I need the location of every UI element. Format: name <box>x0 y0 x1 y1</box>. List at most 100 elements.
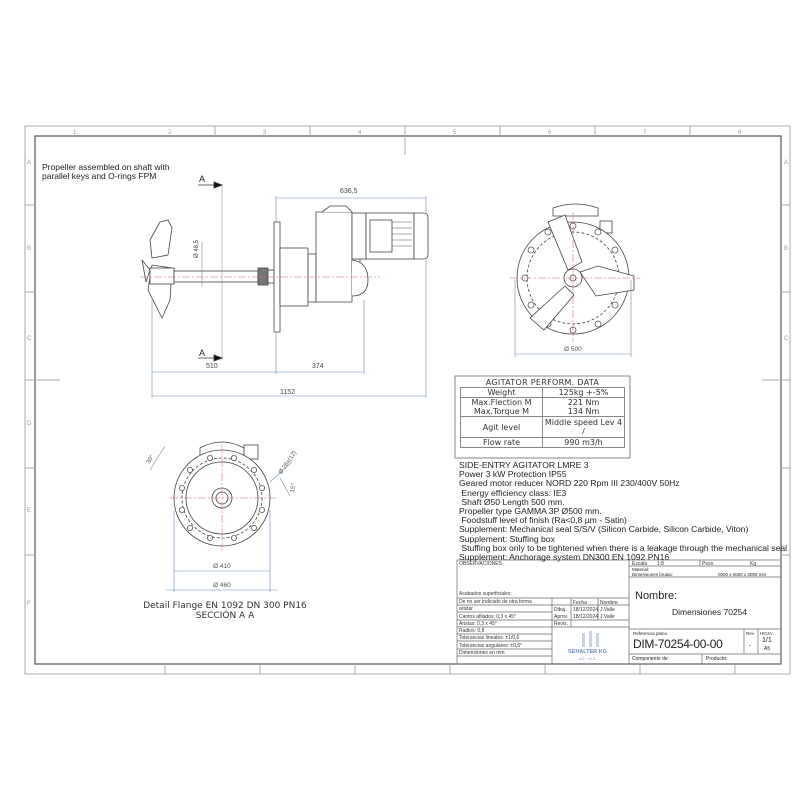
dim-brutas-label: Dimensiones brutas: <box>632 572 674 577</box>
svg-text:C: C <box>27 336 32 342</box>
dim-510: 510 <box>206 363 218 370</box>
rev-value: - <box>749 643 751 649</box>
assembly-note: Propeller assembled on shaft with parall… <box>42 163 170 181</box>
role-dibuj: Dibuj. <box>554 607 567 613</box>
format-value: A5 <box>764 646 771 652</box>
role-revis: Revis. <box>554 621 568 627</box>
tolerance-line: Tolerancias angulares: ±0,5° <box>459 643 523 649</box>
company-logo-icon <box>582 631 599 647</box>
componente-label: Componente de: <box>632 656 669 662</box>
dim-brutas-value: 0000 x 0000 x 0000 mm <box>718 572 767 577</box>
perf-label: Agit level <box>460 416 543 438</box>
svg-text:A: A <box>784 160 788 166</box>
tolerance-line: De no ser indicado de otra forma <box>459 599 532 605</box>
svg-text:3: 3 <box>263 130 267 136</box>
perf-label: Weight <box>460 387 543 398</box>
spec-line: Propeller type GAMMA 3P Ø500 mm. <box>459 506 602 517</box>
spec-line: Stuffing box only to be tightened when t… <box>459 542 788 553</box>
spec-list: SIDE-ENTRY AGITATOR LMRE 3 Power 3 kW Pr… <box>459 460 788 563</box>
perf-value: 990 m3/h <box>542 437 625 448</box>
spec-line: Energy efficiency class: IE3 <box>459 487 567 498</box>
material-label: Material: <box>632 567 650 572</box>
svg-text:B: B <box>784 246 788 252</box>
perf-value: Middle speed Lev 4 / <box>542 416 625 438</box>
spec-line: SIDE-ENTRY AGITATOR LMRE 3 <box>459 460 589 470</box>
svg-text:1: 1 <box>73 130 77 136</box>
company-name: SEHALTER KG <box>568 649 608 655</box>
svg-text:B: B <box>27 246 31 252</box>
observaciones-label: OBSERVACIONES <box>459 561 502 567</box>
front-view <box>516 203 635 335</box>
svg-text:4: 4 <box>358 130 362 136</box>
escala-label: Escala <box>632 561 648 567</box>
spec-line: Shaft Ø50 Length 500 mm. <box>459 496 565 507</box>
spec-line: Power 3 kW Protection IP55 <box>459 469 567 480</box>
dim-shaft-diameter: Ø 48,5 <box>194 239 200 258</box>
tolerance-line: Radios: 0,8 <box>459 628 485 634</box>
tolerance-line: aristar <box>459 606 473 612</box>
tolerance-line: Cantos afilados: 0,3 x 45° <box>459 614 517 620</box>
flange-caption: Detail Flange EN 1092 DN 300 PN16 SECCIÓ… <box>120 601 330 621</box>
producto-label: Producto: <box>706 656 728 662</box>
dim-propeller-diameter: Ø 500 <box>564 346 582 353</box>
svg-text:A: A <box>27 160 31 166</box>
hoja-label: HOJA: <box>760 631 774 636</box>
svg-text:6: 6 <box>548 130 552 136</box>
tolerance-line: Tolerancias lineales: ±1/0,6 <box>459 635 520 641</box>
perf-label: Max.Torque M <box>460 407 543 417</box>
svg-text:2: 2 <box>168 130 172 136</box>
perf-label: Flow rate <box>460 437 543 448</box>
svg-text:7: 7 <box>643 130 647 136</box>
svg-text:D: D <box>27 421 32 427</box>
section-marker-top: A <box>199 174 206 184</box>
perf-value: 221 Nm <box>542 397 625 407</box>
tolerance-line: Dimensiones en mm <box>459 650 505 656</box>
svg-text:8: 8 <box>738 130 742 136</box>
spec-line: Supplement: Anchorage system DN300 EN 10… <box>459 552 670 563</box>
nombre-value: Dimensiones 70254 <box>672 607 748 617</box>
svg-text:C: C <box>784 336 789 342</box>
performance-table-title: AGITATOR PERFORM. DATA <box>460 378 625 388</box>
caption-line: Detail Flange EN 1092 DN 300 PN16 <box>143 601 307 611</box>
spec-line: Supplement: Mechanical seal S/S/V (Silic… <box>459 524 749 535</box>
perf-value: 125kg +-5% <box>542 387 625 398</box>
peso-value: Kg <box>750 561 757 567</box>
spec-line: Supplement: Stuffing box <box>459 533 555 544</box>
svg-text:E: E <box>27 508 31 514</box>
side-view <box>141 205 429 333</box>
spec-line: Foodstuff level of finish (Ra<0,8 µm - S… <box>459 515 627 526</box>
rev-label: Rev <box>746 631 755 636</box>
acabados-label: Acabados superficiales: <box>459 591 512 597</box>
perf-value: 134 Nm <box>542 407 625 417</box>
role-aprov-name: J.Valle <box>600 614 615 620</box>
peso-label: Peso <box>702 561 714 567</box>
dim-bolt-circle: Ø 410 <box>213 563 231 570</box>
role-aprov: Aprov. <box>554 614 569 620</box>
fecha-label: Fecha <box>573 600 587 606</box>
caption-line: SECCIÓN A A <box>195 611 255 621</box>
note-line: Propeller assembled on shaft with <box>42 162 170 172</box>
dim-flange-outer: Ø 460 <box>213 582 231 589</box>
nombre-title: Nombre: <box>635 590 678 602</box>
spec-line: Geared motor reducer NORD 220 Rpm III 23… <box>459 478 680 489</box>
nombre-label: Nombre <box>600 600 618 606</box>
svg-text:F: F <box>27 601 31 607</box>
title-block-frame <box>456 559 782 665</box>
dim-1152: 1152 <box>280 389 296 396</box>
hoja-value: 1/1 <box>762 637 772 644</box>
tolerance-line: Aristas: 0,3 x 45° <box>459 621 497 627</box>
company-sub: AG · M.S. <box>579 656 597 661</box>
dim-636-5: 636,5 <box>340 188 358 195</box>
role-dibuj-name: J.Valle <box>600 607 615 613</box>
section-marker-bottom: A <box>199 348 206 358</box>
role-dibuj-date: 18/12/2024 <box>573 607 599 613</box>
note-line: parallel keys and O-rings FPM <box>42 171 157 181</box>
svg-text:5: 5 <box>453 130 457 136</box>
role-aprov-date: 18/12/2024 <box>573 614 599 620</box>
referencia-label: Referencia plano <box>633 631 668 636</box>
referencia-value: DIM-70254-00-00 <box>633 637 723 651</box>
escala-value: 1:8 <box>657 561 664 567</box>
perf-label: Max.Flection M <box>460 397 543 407</box>
